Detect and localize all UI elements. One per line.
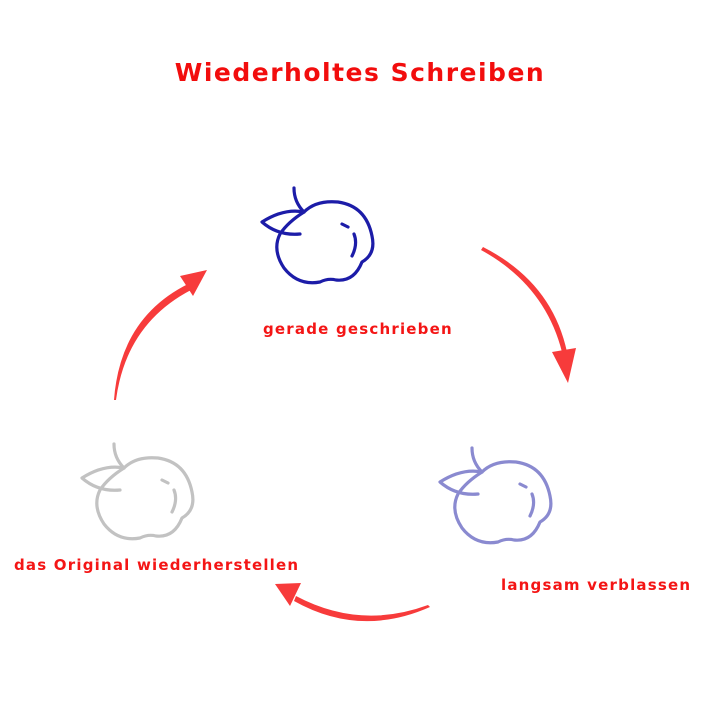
stage-label-restored: das Original wiederherstellen [14, 556, 300, 574]
diagram-title: Wiederholtes Schreiben [174, 58, 546, 87]
curved-arrow-icon-fading-to-restored [275, 583, 430, 622]
stage-label-fading: langsam verblassen [501, 576, 692, 594]
apple-icon-restored [80, 442, 195, 541]
stage-label-fresh: gerade geschrieben [263, 320, 453, 338]
apple-icon-fresh [260, 186, 375, 285]
curved-arrow-icon-restored-to-fresh [114, 270, 207, 400]
curved-arrow-icon-fresh-to-fading [481, 247, 576, 383]
apple-icon-fading [438, 446, 553, 545]
